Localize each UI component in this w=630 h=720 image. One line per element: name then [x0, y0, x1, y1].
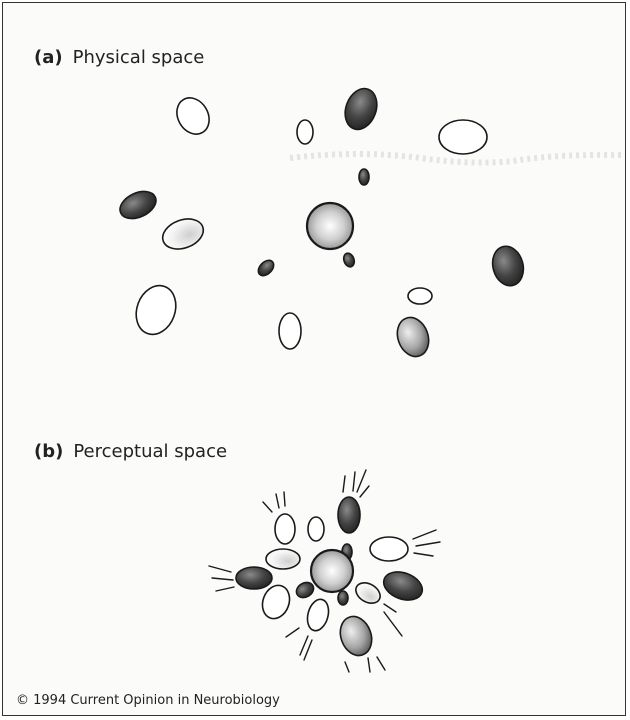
physical-space-scatter [116, 84, 528, 361]
center-target [311, 550, 353, 592]
white-oval [171, 92, 216, 140]
dark-oval [236, 567, 272, 589]
dark-oval [338, 497, 360, 533]
white-oval [308, 517, 324, 541]
white-oval [408, 288, 432, 304]
dark-oval [116, 186, 161, 224]
perceptual-space-cluster [236, 497, 426, 660]
small-dark-dot [359, 169, 369, 185]
light-oval [352, 579, 384, 608]
dark-oval [488, 243, 527, 289]
white-oval [439, 120, 487, 154]
white-oval [297, 120, 313, 144]
dark-oval [380, 567, 426, 605]
mid-oval [392, 313, 434, 361]
white-oval [130, 280, 183, 340]
light-oval [158, 214, 207, 255]
small-dark-dot [342, 252, 356, 269]
white-oval [370, 537, 408, 561]
light-oval [266, 549, 300, 569]
small-dark-dot [294, 579, 317, 600]
dark-oval [340, 84, 383, 134]
mid-oval [335, 612, 377, 660]
small-dark-dot [338, 591, 348, 605]
center-target [307, 203, 353, 249]
background-smudge [290, 154, 625, 163]
copyright-notice: © 1994 Current Opinion in Neurobiology [16, 693, 280, 708]
white-oval [304, 597, 332, 633]
white-oval [279, 313, 301, 349]
small-dark-dot [255, 257, 276, 278]
white-oval [275, 514, 295, 544]
